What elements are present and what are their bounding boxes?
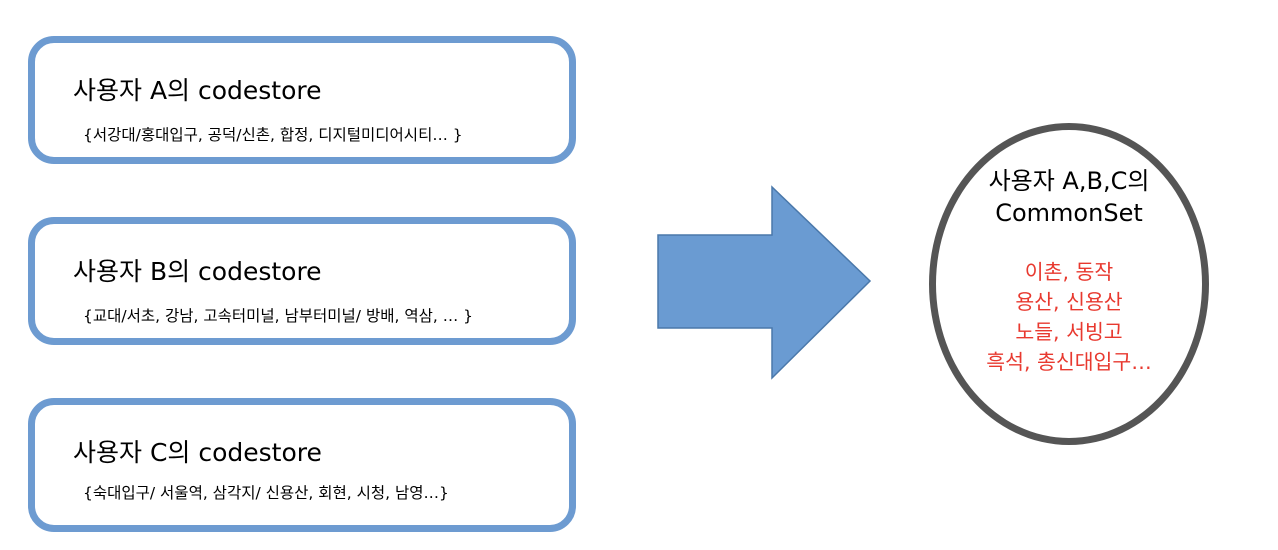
common-set-items: 이촌, 동작 용산, 신용산 노들, 서빙고 흑석, 총신대입구… bbox=[936, 257, 1202, 377]
codestore-a-title: 사용자 A의 codestore bbox=[73, 76, 322, 105]
codestore-c-title: 사용자 C의 codestore bbox=[73, 438, 322, 467]
common-set-item-line: 용산, 신용산 bbox=[1015, 290, 1123, 314]
common-set-title-line: 사용자 A,B,C의 bbox=[988, 167, 1150, 195]
common-set-title-line: CommonSet bbox=[995, 199, 1143, 227]
common-set-title: 사용자 A,B,C의 CommonSet bbox=[936, 165, 1202, 229]
arrow-shape bbox=[657, 185, 872, 380]
common-set-circle: 사용자 A,B,C의 CommonSet 이촌, 동작 용산, 신용산 노들, … bbox=[929, 123, 1209, 445]
codestore-c-items: {숙대입구/ 서울역, 삼각지/ 신용산, 회현, 시청, 남영…} bbox=[83, 484, 449, 502]
codestore-b-title: 사용자 B의 codestore bbox=[73, 257, 322, 286]
codestore-box-a: 사용자 A의 codestore {서강대/홍대입구, 공덕/신촌, 합정, 디… bbox=[28, 36, 576, 164]
codestore-b-items: {교대/서초, 강남, 고속터미널, 남부터미널/ 방배, 역삼, … } bbox=[83, 307, 473, 325]
common-set-item-line: 이촌, 동작 bbox=[1024, 260, 1114, 284]
codestore-box-b: 사용자 B의 codestore {교대/서초, 강남, 고속터미널, 남부터미… bbox=[28, 217, 576, 345]
codestore-a-items: {서강대/홍대입구, 공덕/신촌, 합정, 디지털미디어시티… } bbox=[83, 126, 463, 144]
common-set-item-line: 흑석, 총신대입구… bbox=[986, 350, 1152, 374]
common-set-item-line: 노들, 서빙고 bbox=[1015, 320, 1123, 344]
codestore-box-c: 사용자 C의 codestore {숙대입구/ 서울역, 삼각지/ 신용산, 회… bbox=[28, 398, 576, 532]
right-arrow-icon bbox=[657, 185, 872, 380]
